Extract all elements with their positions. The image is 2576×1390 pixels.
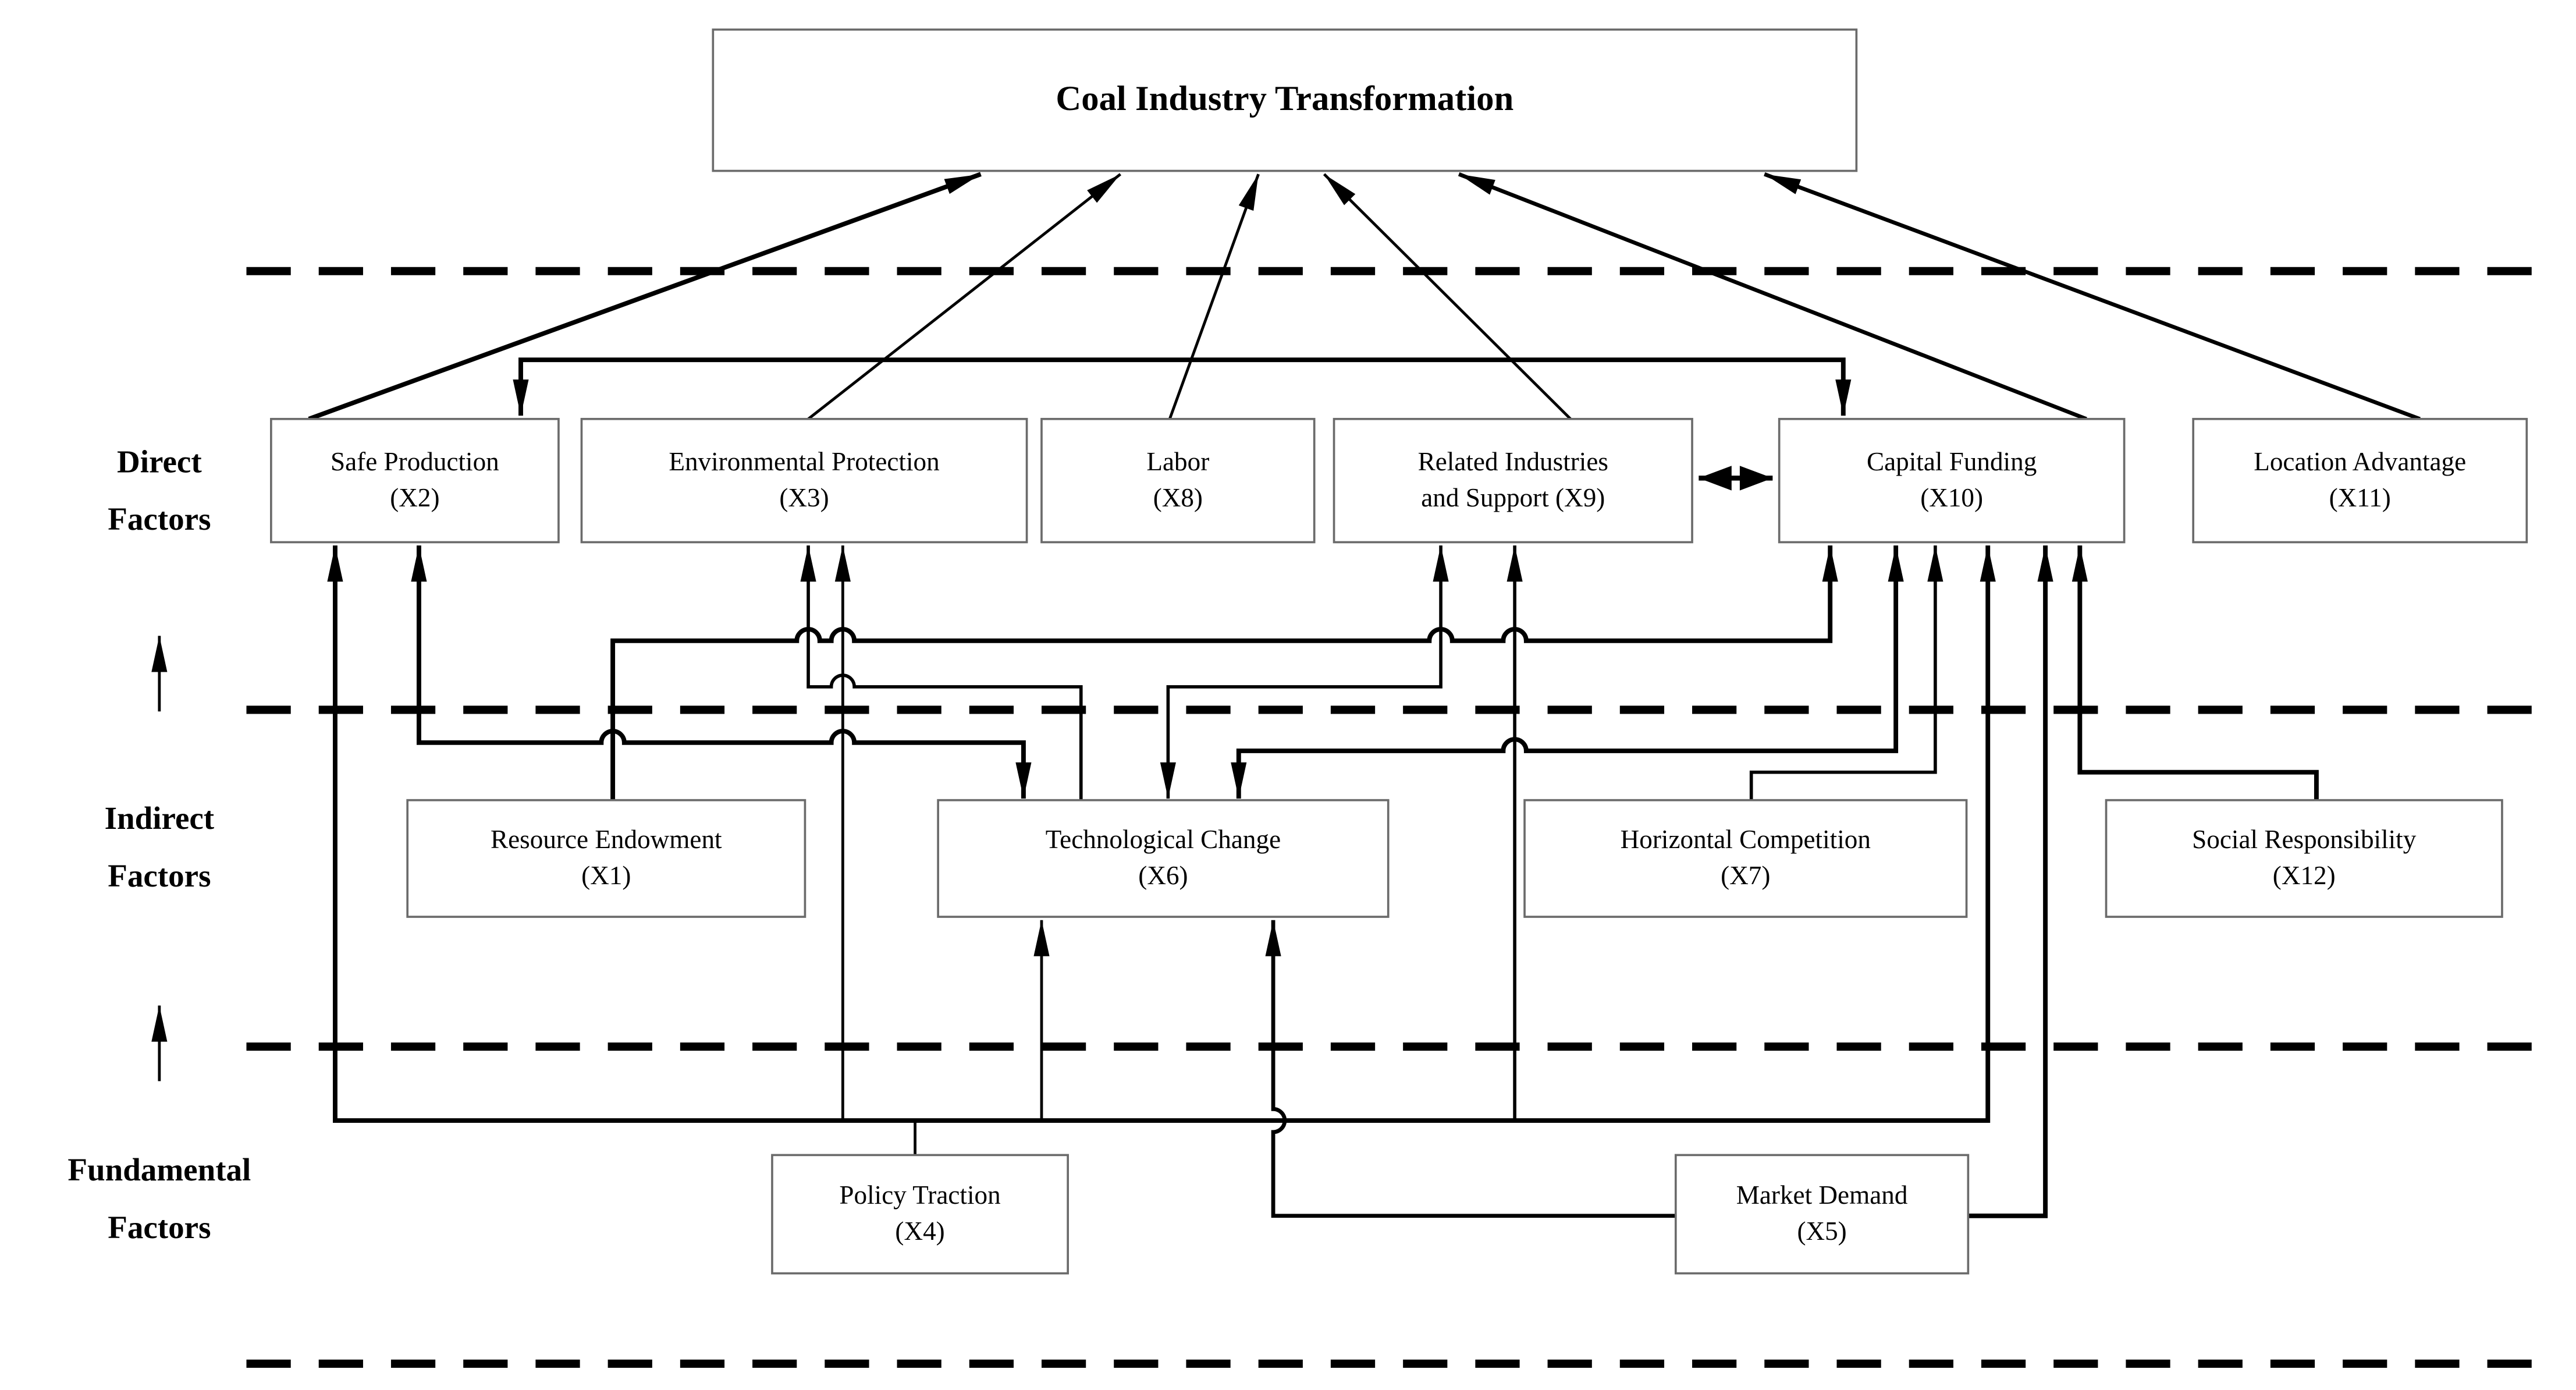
node-code-x1: (X1) <box>581 861 631 890</box>
node-box-x4 <box>771 1154 1070 1275</box>
edge-x7-to-x10 <box>1749 545 1937 800</box>
edge-x6-x9-elbow-arrowhead-icon <box>1433 545 1449 582</box>
edge-x9-to-transformation-arrowhead-icon <box>1324 174 1356 205</box>
edge-market-to-x10-arrowhead-icon <box>2037 545 2053 582</box>
transformation-box <box>712 28 1858 172</box>
node-label-x1: Resource Endowment <box>491 825 722 854</box>
edge-x11-to-transformation <box>1764 172 2421 421</box>
node-code-x3: (X3) <box>779 483 829 512</box>
edge-x3-to-transformation <box>807 173 1122 420</box>
edge-market-to-x10 <box>1968 545 2048 1218</box>
node-box-x1 <box>406 799 806 918</box>
node-label-x4: Policy Traction <box>839 1180 1000 1210</box>
edge-x9-to-transformation <box>1323 173 1572 420</box>
section-label-indirect-factors-line1: Indirect <box>105 800 215 836</box>
node-label-x11: Location Advantage <box>2254 447 2466 476</box>
node-box-x5 <box>1674 1154 1970 1275</box>
section-label-direct-factors-line1: Direct <box>117 444 202 479</box>
section-label-direct-factors-line2: Factors <box>108 501 211 537</box>
edge-x2-to-transformation-arrowhead-icon <box>944 174 981 194</box>
edge-x6-x9-elbow <box>1166 545 1442 799</box>
node-label-x7: Horizontal Competition <box>1621 825 1871 854</box>
edge-x9-x10-mutual-arrowhead-icon <box>1739 466 1773 491</box>
node-code-x8: (X8) <box>1153 483 1203 512</box>
edge-policy-to-x9-arrowhead-icon <box>1506 545 1523 582</box>
edge-x6-x10-elbow-arrowhead-icon <box>1888 545 1904 582</box>
edge-x2-x6-elbow <box>416 545 1026 799</box>
edge-x10-to-transformation <box>1458 172 2087 421</box>
node-box-x7 <box>1523 799 1968 918</box>
edge-x7-to-x10-arrowhead-icon <box>1927 545 1943 582</box>
node-box-x3 <box>580 417 1028 544</box>
node-label-x8: Labor <box>1146 447 1209 476</box>
section-label-indirect-factors-line2: Factors <box>108 858 211 893</box>
edge-x2-x6-elbow-arrowhead-icon <box>1015 762 1032 799</box>
edge-x9-x10-mutual-arrowhead-icon <box>1699 466 1732 491</box>
edge-x10-to-transformation-arrowhead-icon <box>1459 174 1495 195</box>
section-label-fundamental-factors-line2: Factors <box>108 1210 211 1245</box>
node-box-x2 <box>270 417 560 544</box>
edge-top-elbow-x2-x10-arrowhead-icon <box>1835 380 1852 416</box>
edge-policy-spine-arrowhead-icon <box>327 545 343 582</box>
edge-policy-to-x6-arrowhead-icon <box>1033 920 1050 956</box>
node-box-x6 <box>937 799 1390 918</box>
node-code-x11: (X11) <box>2329 483 2391 512</box>
edge-market-to-x6-arrowhead-icon <box>1265 920 1281 956</box>
node-box-x8 <box>1040 417 1316 544</box>
node-code-x6: (X6) <box>1138 861 1188 890</box>
node-label-x3: Environmental Protection <box>669 447 939 476</box>
edge-x6-to-x3-arrowhead-icon <box>800 545 816 582</box>
edge-x1-to-x10-arrowhead-icon <box>1822 545 1838 582</box>
edge-x12-to-x10-arrowhead-icon <box>2072 545 2088 582</box>
node-box-x9 <box>1333 417 1693 544</box>
edge-x6-x9-elbow-arrowhead-icon <box>1160 762 1176 799</box>
node-code-x7: (X7) <box>1721 861 1770 890</box>
node-label-x6: Technological Change <box>1046 825 1281 854</box>
section-label-fundamental-factors-line1: Fundamental <box>67 1152 251 1187</box>
node-box-x12 <box>2105 799 2503 918</box>
edge-level-arrow-direct-arrowhead-icon <box>151 636 168 672</box>
node-code-x4: (X4) <box>895 1217 944 1246</box>
edge-x6-x10-elbow-arrowhead-icon <box>1231 762 1247 799</box>
edge-x8-to-transformation-arrowhead-icon <box>1238 174 1259 211</box>
node-code-x10: (X10) <box>1920 483 1983 512</box>
edge-x11-to-transformation-arrowhead-icon <box>1764 174 1802 194</box>
edge-market-to-x6 <box>1271 920 1676 1218</box>
edge-policy-to-x3-arrowhead-icon <box>834 545 851 582</box>
page-title: Coal Industry Transformation <box>1056 79 1513 118</box>
node-label-x2: Safe Production <box>331 447 499 476</box>
edge-x2-to-transformation <box>308 172 982 421</box>
edge-policy-spine <box>333 545 1991 1123</box>
edge-x8-to-transformation <box>1168 173 1260 420</box>
node-box-x10 <box>1778 417 2126 544</box>
node-label-x12: Social Responsibility <box>2192 825 2417 854</box>
edge-x3-to-transformation-arrowhead-icon <box>1087 174 1121 203</box>
node-code-x12: (X12) <box>2273 861 2336 890</box>
edge-level-arrow-indirect-arrowhead-icon <box>151 1005 168 1042</box>
node-label-x9: Related Industries <box>1418 447 1608 476</box>
node-label-x5: Market Demand <box>1736 1180 1908 1210</box>
edge-x12-to-x10 <box>2077 545 2319 800</box>
edge-x2-x6-elbow-arrowhead-icon <box>411 545 427 582</box>
node-box-x11 <box>2192 417 2528 544</box>
edge-x1-to-x10 <box>610 545 1833 800</box>
node-code-x2: (X2) <box>390 483 439 512</box>
edge-policy-spine-arrowhead-icon <box>1980 545 1996 582</box>
node-code-x9: and Support (X9) <box>1421 483 1605 512</box>
node-code-x5: (X5) <box>1797 1217 1846 1246</box>
node-label-x10: Capital Funding <box>1867 447 2037 476</box>
edge-top-elbow-x2-x10-arrowhead-icon <box>513 380 529 416</box>
